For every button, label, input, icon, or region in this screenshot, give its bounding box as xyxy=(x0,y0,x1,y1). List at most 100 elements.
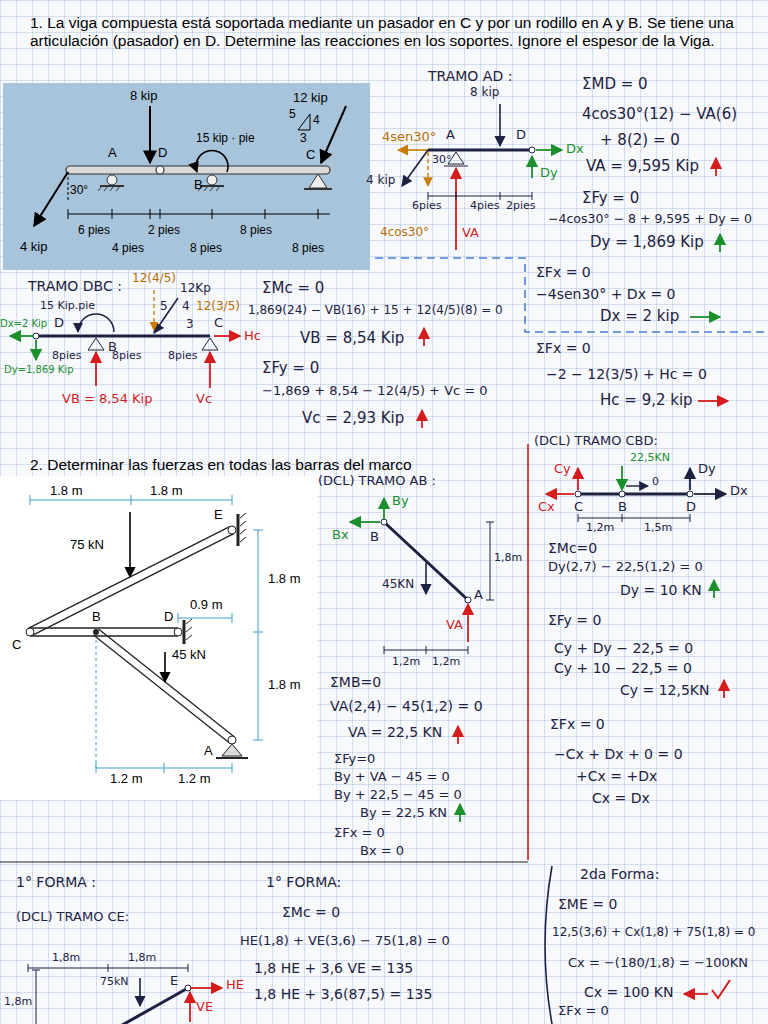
beam-figure xyxy=(68,209,318,219)
free-body-cbd xyxy=(689,468,691,490)
handwritten-note: VE xyxy=(196,1000,213,1015)
handwritten-note: 4 kip xyxy=(366,174,395,188)
handwritten-note: 1,8m xyxy=(52,952,80,965)
handwritten-note: By = 22,5 KN xyxy=(360,806,447,821)
handwritten-note: Dx xyxy=(730,484,748,499)
printed-label: 8 pies xyxy=(240,224,272,238)
handwritten-note: Bx xyxy=(332,528,349,543)
printed-label: C xyxy=(306,148,315,163)
printed-label: 1.8 m xyxy=(50,484,83,499)
handwritten-note: By + 22,5 − 45 = 0 xyxy=(334,788,462,803)
beam-figure xyxy=(3,83,370,270)
free-body-ce xyxy=(190,987,222,989)
handwritten-note: 1° FORMA : xyxy=(16,874,96,890)
handwritten-note: (DCL) TRAMO AB : xyxy=(318,474,436,489)
handwritten-note: ΣMc = 0 xyxy=(262,280,324,297)
free-body-cbd xyxy=(578,493,690,496)
beam-figure xyxy=(149,106,151,163)
handwritten-note: 4sen30° xyxy=(382,130,436,145)
handwritten-note: 12Kp xyxy=(180,282,211,296)
handwritten-note: Hc xyxy=(244,329,261,344)
free-body-ce xyxy=(32,970,40,971)
beam-figure xyxy=(321,106,346,163)
handwritten-note: −4sen30° + Dx = 0 xyxy=(536,286,675,302)
handwritten-note: VB = 8,54 Kip xyxy=(62,392,152,407)
handwritten-note: 1,2m xyxy=(432,656,460,669)
printed-label: 6 pies xyxy=(78,224,110,238)
free-body-ad xyxy=(536,149,562,151)
frame-figure xyxy=(258,530,259,740)
handwritten-note: VA xyxy=(446,618,463,633)
handwritten-note: 1,2m xyxy=(586,522,614,535)
beam-figure xyxy=(68,214,330,215)
handwritten-note: 1,8m xyxy=(128,952,156,965)
handwritten-note: Dy = 1,869 Kip xyxy=(590,234,704,251)
frame-figure xyxy=(30,627,178,628)
handwritten-note: 8 kip xyxy=(470,86,499,100)
handwritten-note: A xyxy=(446,128,455,143)
free-body-ad xyxy=(529,147,535,153)
free-body-cbd xyxy=(694,493,726,495)
handwritten-note: ΣMB=0 xyxy=(330,674,381,690)
beam-figure xyxy=(298,114,310,130)
printed-label: 75 kN xyxy=(70,538,104,553)
printed-label: 12 kip xyxy=(293,91,328,106)
section-divider xyxy=(375,258,768,332)
free-body-cbd xyxy=(621,466,623,490)
handwritten-note: 2pies xyxy=(506,200,536,213)
handwritten-note: VA xyxy=(462,226,479,241)
free-body-ce xyxy=(28,866,730,1024)
handwritten-note: Cy xyxy=(554,462,571,477)
handwritten-note: Cx xyxy=(538,500,555,515)
free-body-ab xyxy=(384,646,468,654)
free-body-ad xyxy=(428,149,532,152)
handwritten-note: 12(3/5) xyxy=(196,300,240,314)
free-body-cbd xyxy=(546,493,574,495)
handwritten-note: 30° xyxy=(432,154,452,167)
handwritten-note: 1° FORMA: xyxy=(266,874,341,890)
handwritten-note: VA = 9,595 Kip xyxy=(586,158,699,175)
free-body-dbc xyxy=(153,290,154,330)
handwritten-note: Dy xyxy=(698,462,716,477)
printed-label: 45 kN xyxy=(172,648,206,663)
handwritten-note: ΣFx = 0 xyxy=(536,340,591,356)
printed-label: B xyxy=(194,178,203,193)
printed-label: 4 xyxy=(313,114,320,128)
handwritten-note: Dx xyxy=(566,142,584,157)
handwritten-note: −2 − 12(3/5) + Hc = 0 xyxy=(546,366,707,382)
printed-label: 1.2 m xyxy=(110,772,143,787)
free-body-ab xyxy=(467,604,469,642)
frame-figure xyxy=(26,628,34,636)
handwritten-note: By + VA − 45 = 0 xyxy=(334,770,450,785)
handwritten-note: Dy = 10 KN xyxy=(620,582,702,598)
handwritten-note: 45KN xyxy=(382,578,414,592)
printed-label: E xyxy=(214,508,223,523)
handwritten-note: Vc xyxy=(196,392,212,407)
free-body-ad xyxy=(427,152,428,186)
handwritten-note: 3 xyxy=(186,318,194,332)
free-body-ad xyxy=(398,104,720,317)
free-body-dbc xyxy=(36,335,210,338)
handwritten-note: C xyxy=(574,500,583,515)
printed-label: 2. Determinar las fuerzas en todas las b… xyxy=(30,456,412,474)
handwritten-note: 15 Kip.pie xyxy=(40,300,95,313)
handwritten-note: 8pies xyxy=(112,350,142,363)
beam-figure xyxy=(107,175,117,185)
handwritten-note: (DCL) TRAMO CBD: xyxy=(534,434,658,449)
free-body-ce xyxy=(189,992,191,1022)
free-body-ce xyxy=(712,980,730,998)
free-body-ad xyxy=(531,156,533,178)
free-body-ab xyxy=(465,597,471,603)
free-body-ab xyxy=(383,498,385,520)
free-body-ce xyxy=(36,970,37,1024)
beam-figure xyxy=(100,185,124,187)
handwritten-note: +Cx = +Dx xyxy=(576,768,657,784)
free-body-ce xyxy=(28,964,188,972)
frame-figure xyxy=(96,640,97,768)
frame-figure xyxy=(164,652,166,682)
free-body-ad xyxy=(719,234,721,252)
handwritten-note: By xyxy=(392,494,409,509)
beam-figure xyxy=(156,166,164,174)
handwritten-note: Cy + Dy − 22,5 = 0 xyxy=(554,640,693,656)
